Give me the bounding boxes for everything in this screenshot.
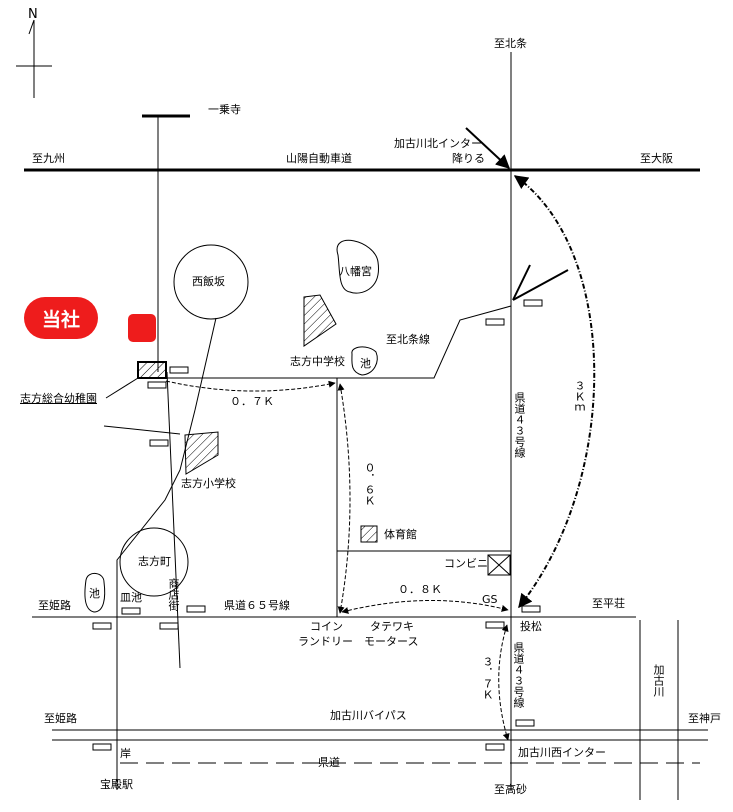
label-shikata-jhs: 志方中学校 (290, 355, 345, 368)
label-pond-2: 池 (89, 587, 100, 600)
label-takasago: 至高砂 (494, 783, 527, 796)
label-tokaido: 県道 (318, 756, 340, 769)
north-arrow-icon (16, 19, 52, 98)
label-gym: 体育館 (384, 528, 417, 541)
pond-2 (84, 573, 106, 613)
label-kyushu: 至九州 (32, 152, 65, 165)
company-badge: 当社 (24, 297, 98, 339)
label-conbini: コンビニ (444, 557, 488, 570)
route-3km-curve (513, 175, 596, 609)
hachimangu-shape (336, 239, 379, 294)
label-kobe: 至神戸 (688, 712, 721, 725)
company-marker-icon (128, 314, 156, 342)
north-label: N (28, 7, 38, 22)
label-dist-3km: ３Ｋｍ (573, 380, 586, 413)
label-tate-2: モータース (364, 635, 419, 648)
dist-37-arrow (498, 624, 510, 741)
ic-north-arrow (465, 127, 511, 169)
company-building (137, 361, 167, 379)
label-kindergarten: 志方総合幼稚園 (20, 392, 97, 405)
junior-high-site (303, 294, 337, 347)
label-shikata-town: 志方町 (138, 555, 171, 568)
label-bypass: 加古川バイパス (330, 709, 407, 722)
label-kendo-43b: 県道４３号線 (512, 642, 525, 708)
label-saraike: 皿池 (120, 591, 142, 604)
label-kishi: 岸 (120, 747, 131, 760)
label-hokyo: 宝殿駅 (100, 778, 133, 791)
traffic-signal-icons (92, 299, 543, 751)
elementary-school-site (184, 431, 219, 475)
label-tate-1: タテワキ (370, 620, 414, 633)
label-ichijoji: 一乗寺 (208, 103, 241, 116)
dist-07-arrow (165, 380, 336, 392)
dist-08-arrow (341, 600, 509, 614)
label-shotengai: 商店街 (167, 578, 180, 611)
pond-1 (351, 346, 378, 376)
label-gs: GS (482, 593, 498, 606)
label-pond-1: 池 (360, 357, 371, 370)
label-dist-08: ０．８Ｋ (398, 583, 442, 596)
label-dist-06: ０．６Ｋ (363, 462, 376, 506)
dist-06-arrow (337, 383, 351, 614)
label-nishiiizaka: 西飯坂 (192, 275, 225, 288)
label-hokujo-line: 至北条線 (386, 333, 430, 346)
label-shikata-es: 志方小学校 (181, 477, 236, 490)
label-coin-2: ランドリー (298, 635, 353, 648)
label-hokujo-top: 至北条 (494, 37, 527, 50)
label-kendo-43a: 県道４３号線 (513, 392, 526, 458)
label-coin-1: コイン (310, 620, 343, 633)
label-kendo-65: 県道６５号線 (224, 599, 290, 612)
label-dist-07: ０．７Ｋ (230, 395, 274, 408)
label-himeji-1: 至姫路 (38, 599, 71, 612)
label-nagematsu: 投松 (520, 620, 542, 633)
shotengai-road (166, 371, 181, 669)
gym-site (360, 525, 378, 543)
label-kakogawa-river: 加古川 (652, 664, 665, 697)
label-himeji-2: 至姫路 (44, 712, 77, 725)
label-dist-37: ３．７Ｋ (481, 656, 494, 700)
label-ic-north-2: 降りる (452, 152, 485, 165)
label-osaka: 至大阪 (640, 152, 673, 165)
hokujo-road (138, 305, 512, 379)
label-sanyo: 山陽自動車道 (286, 152, 352, 165)
label-hachimangu: 八幡宮 (339, 265, 372, 278)
label-ic-north-1: 加古川北インター (394, 137, 482, 150)
label-ic-west: 加古川西インター (518, 746, 606, 759)
nishiiizaka-circle (173, 244, 249, 320)
label-heiso: 至平荘 (592, 597, 625, 610)
shikata-town-circle (119, 527, 189, 597)
